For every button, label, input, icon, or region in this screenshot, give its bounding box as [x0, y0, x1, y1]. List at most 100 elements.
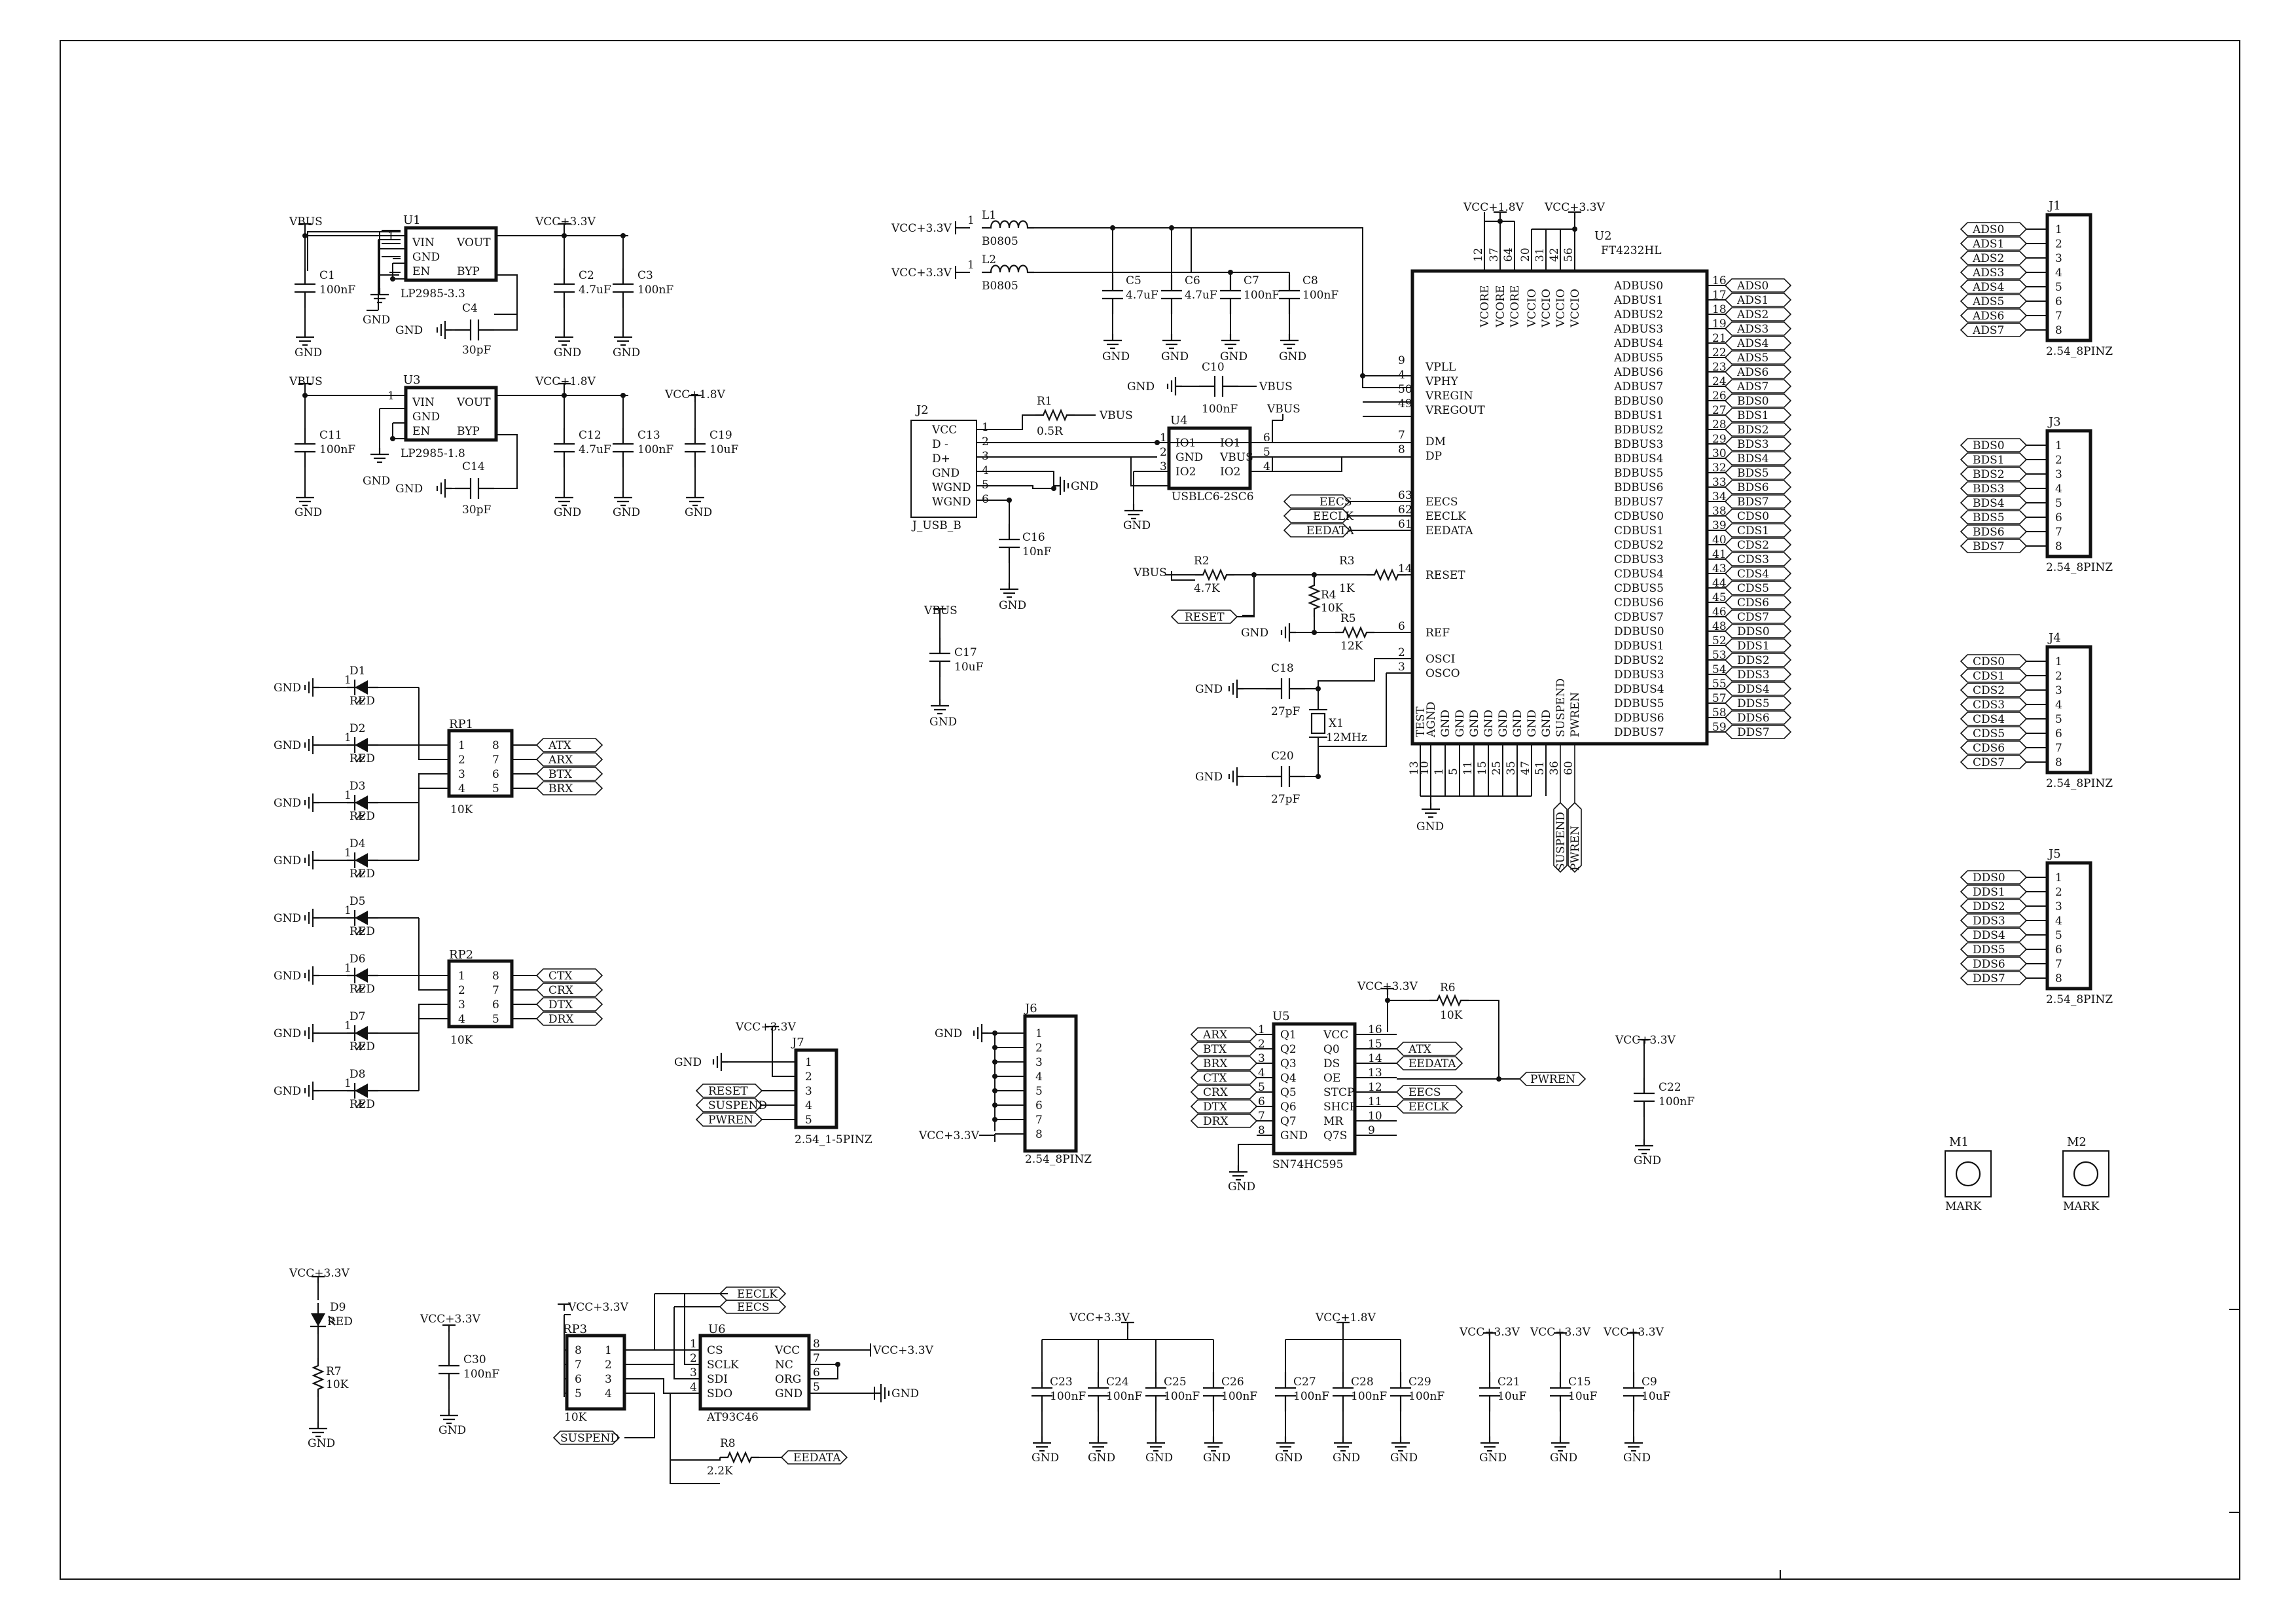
j6-pin-3: 3 — [1035, 1056, 1043, 1069]
u1-pin-vin: VIN — [412, 236, 435, 249]
u6-left-pin-cs: CS — [707, 1344, 723, 1357]
u2-net-dds1-text: DDS1 — [1737, 640, 1770, 653]
c11-value: 100nF — [319, 443, 355, 456]
j1-pin-4: 4 — [2055, 266, 2062, 280]
u5-left-num-8: 8 — [1258, 1124, 1265, 1137]
u2-top-pin-4: VCCIO — [1526, 289, 1539, 328]
j1-net-ads0-text: ADS0 — [1972, 223, 2004, 236]
rp2-net-drx-flag — [535, 1012, 603, 1026]
j4-net-cds2-flag — [1960, 683, 2028, 697]
u6-right-num-5: 5 — [813, 1381, 820, 1394]
u2-top-pin-2: VCORE — [1494, 285, 1507, 328]
j7-body — [794, 1048, 838, 1129]
c12-ref: C12 — [579, 429, 601, 442]
r1-value: 0.5R — [1037, 425, 1064, 438]
u2-right-pin-cdbus1: CDBUS1 — [1614, 524, 1664, 538]
j5-pin-1: 1 — [2055, 871, 2062, 884]
u2-net-bds1-flag — [1724, 408, 1792, 422]
bank-gnd-label-c27: GND — [1275, 1451, 1302, 1465]
j7-value: 2.54_1-5PINZ — [795, 1133, 872, 1146]
j4-pin-1: 1 — [2055, 655, 2062, 668]
u3-gnd-label: GND — [363, 475, 390, 488]
single-gnd-c21 — [1479, 1435, 1500, 1452]
u3-body — [404, 386, 498, 442]
rp1-net-btx-text: BTX — [548, 768, 573, 781]
rp2-right-num-4: 5 — [492, 1013, 499, 1026]
j4-pin-6: 6 — [2055, 727, 2062, 740]
j6-junction-6 — [992, 1103, 997, 1108]
u6-right-pin-gnd: GND — [775, 1387, 802, 1400]
j7-net-reset-text: RESET — [708, 1085, 748, 1098]
u2-net-cds5-flag — [1724, 581, 1792, 595]
rp3-right-num-3: 3 — [605, 1373, 612, 1386]
rp3-ref: RP3 — [563, 1322, 587, 1336]
l1-vcc33-label: VCC+3.3V — [891, 222, 952, 235]
j1-net-ads3-text: ADS3 — [1972, 266, 2004, 280]
single-gnd-c15 — [1550, 1435, 1571, 1452]
j5-net-dds3-flag — [1960, 913, 2028, 928]
u5-right-pin-7: MR — [1323, 1115, 1344, 1128]
u5-vcc33-label: VCC+3.3V — [1357, 980, 1418, 993]
u2-right-pin-ddbus2: DDBUS2 — [1614, 654, 1664, 667]
u5-net-eecs-flag — [1395, 1085, 1463, 1099]
u2-left-num-2: 2 — [1398, 646, 1405, 659]
u2-left-num-9: 9 — [1398, 354, 1405, 367]
rp1-right-num-3: 6 — [492, 768, 499, 781]
u2-bottom-num-5: 11 — [1462, 761, 1475, 775]
r5-ref: R5 — [1340, 612, 1356, 625]
u1-vbus-label: VBUS — [289, 215, 323, 228]
rp2-right-num-2: 7 — [492, 984, 499, 997]
u2-right-num-58: 58 — [1712, 706, 1727, 720]
u4-left-num-2: 2 — [1160, 446, 1167, 459]
u2-right-num-29: 29 — [1712, 433, 1727, 446]
j1-net-ads6-flag — [1960, 308, 2028, 323]
u2-right-pin-ddbus1: DDBUS1 — [1614, 640, 1664, 653]
power-led-d9-block: VCC+3.3V D9 RED R7 10K GND VCC+3.3V GND … — [289, 1267, 499, 1450]
j6-junction-4 — [992, 1074, 997, 1079]
bank-gnd-c28 — [1333, 1435, 1354, 1452]
led-value-d7: RED — [350, 1040, 375, 1053]
j3-net-bds2-text: BDS2 — [1973, 468, 2005, 481]
u2-bottom-pin-10: GND — [1540, 710, 1553, 737]
u2-net-ads0-text: ADS0 — [1736, 280, 1768, 293]
u3-pin-vout: VOUT — [456, 396, 491, 409]
u2-top-pin-1: VCORE — [1479, 285, 1492, 328]
j4-ref: J4 — [2047, 631, 2061, 645]
j7-net-suspend-flag — [695, 1098, 763, 1112]
rp1-value: 10K — [450, 803, 473, 816]
x1-crystal — [1310, 712, 1326, 735]
u2-right-pin-adbus2: ADBUS2 — [1613, 308, 1663, 321]
j1-net-ads7-text: ADS7 — [1972, 324, 2004, 337]
u2-net-bds5-text: BDS5 — [1737, 467, 1769, 480]
u2-net-dds4-text: DDS4 — [1737, 683, 1770, 696]
u5-net-arx-text: ARX — [1202, 1029, 1228, 1042]
j6-pin-8: 8 — [1035, 1128, 1043, 1141]
j4-net-cds1-text: CDS1 — [1973, 670, 2005, 683]
bank-gnd-c26 — [1203, 1435, 1224, 1452]
u4-right-pin-3: IO2 — [1220, 465, 1240, 479]
u2-left-num-61: 61 — [1398, 518, 1412, 531]
j3-pin-1: 1 — [2055, 439, 2062, 452]
j3-net-bds0-flag — [1960, 438, 2028, 452]
vccio-vcc33-label: VCC+3.3V — [1544, 201, 1605, 214]
j6-junction-2 — [992, 1045, 997, 1050]
j4-net-cds5-text: CDS5 — [1973, 727, 2005, 740]
gnd-label-c30: GND — [439, 1424, 466, 1437]
j5-net-dds0-flag — [1960, 870, 2028, 884]
u5-net-ctx-flag — [1190, 1070, 1258, 1085]
c28-ref: C28 — [1351, 1376, 1374, 1389]
u2-right-num-28: 28 — [1712, 418, 1727, 431]
u2-right-num-32: 32 — [1712, 462, 1727, 475]
u2-net-cds3-flag — [1724, 552, 1792, 566]
r3-value: 1K — [1339, 582, 1355, 595]
gnd-label-c16: GND — [999, 599, 1026, 612]
d9-ref: D9 — [330, 1301, 346, 1314]
u2-right-pin-bdbus3: BDBUS3 — [1614, 438, 1663, 451]
c3-ref: C3 — [637, 269, 653, 282]
c30-ref: C30 — [463, 1353, 486, 1366]
j5-body — [2045, 861, 2092, 991]
u2-net-cds1-flag — [1724, 523, 1792, 538]
u2-right-num-22: 22 — [1712, 346, 1727, 359]
